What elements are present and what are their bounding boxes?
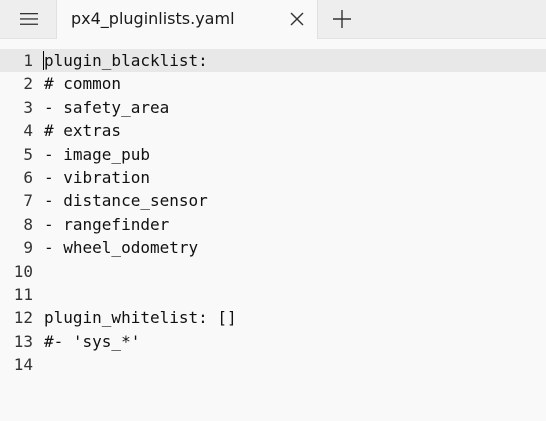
line-number: 2 [23, 74, 33, 94]
line-text[interactable]: - safety_area [44, 97, 170, 117]
editor-line[interactable]: 2 # common [0, 72, 546, 95]
tab-close-button[interactable] [289, 11, 305, 27]
line-number: 6 [23, 168, 33, 187]
line-text[interactable]: - wheel_odometry [44, 238, 199, 258]
line-number: 10 [13, 261, 33, 281]
line-text[interactable]: plugin_whitelist: [] [44, 308, 237, 328]
line-text[interactable]: - rangefinder [44, 214, 170, 234]
line-text[interactable]: - vibration [44, 168, 150, 187]
line-number: 8 [23, 214, 33, 234]
editor-line[interactable]: 14 [0, 353, 546, 376]
line-text[interactable]: # common [44, 74, 122, 94]
tab-px4-pluginlists[interactable]: px4_pluginlists.yaml [56, 0, 318, 39]
text-editor[interactable]: 1 plugin_blacklist: 2 # common 3 - safety_are… [0, 47, 546, 421]
editor-line[interactable]: 12 plugin_whitelist: [] [0, 306, 546, 329]
new-tab-button[interactable] [330, 7, 354, 31]
line-number: 14 [13, 355, 33, 375]
editor-line[interactable]: 1 plugin_blacklist: [0, 49, 546, 73]
line-text[interactable]: #- 'sys_*' [44, 331, 141, 351]
line-text[interactable]: - image_pub [44, 144, 150, 164]
line-text[interactable]: plugin_blacklist: [44, 51, 208, 70]
editor-line[interactable]: 5 - image_pub [0, 143, 546, 166]
menu-button[interactable] [8, 5, 50, 33]
line-text[interactable]: # extras [44, 121, 122, 141]
editor-line[interactable]: 8 - rangefinder [0, 213, 546, 236]
hamburger-menu-icon [19, 12, 39, 26]
line-text[interactable]: - distance_sensor [44, 191, 208, 211]
line-number: 9 [23, 238, 33, 258]
tab-bar: px4_pluginlists.yaml [0, 0, 546, 39]
line-number: 3 [23, 97, 33, 117]
editor-line[interactable]: 10 [0, 260, 546, 283]
line-number: 1 [23, 51, 33, 70]
close-icon [290, 12, 304, 26]
editor-line[interactable]: 4 # extras [0, 119, 546, 142]
text-cursor [43, 51, 44, 70]
tab-title: px4_pluginlists.yaml [71, 9, 235, 28]
editor-line[interactable]: 13 #- 'sys_*' [0, 330, 546, 353]
line-number: 7 [23, 191, 33, 211]
editor-line[interactable]: 11 [0, 283, 546, 306]
line-number: 11 [13, 285, 33, 304]
editor-line[interactable]: 6 - vibration [0, 166, 546, 189]
line-number: 4 [23, 121, 33, 141]
editor-line[interactable]: 7 - distance_sensor [0, 189, 546, 212]
line-number: 5 [23, 144, 33, 164]
line-number: 13 [13, 331, 33, 351]
editor-line[interactable]: 9 - wheel_odometry [0, 236, 546, 259]
editor-line[interactable]: 3 - safety_area [0, 96, 546, 119]
line-number: 12 [13, 308, 33, 328]
plus-icon [333, 10, 351, 28]
